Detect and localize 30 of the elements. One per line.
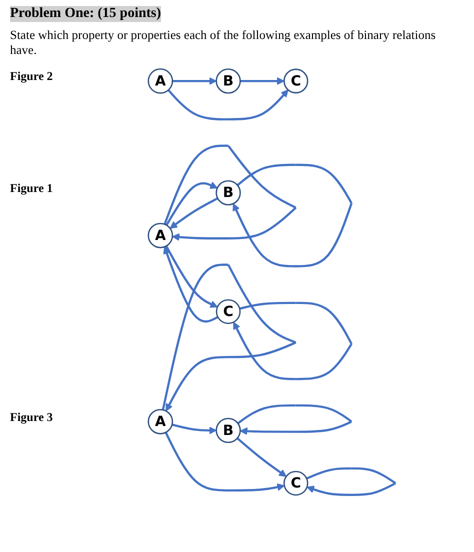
arrow [168,89,288,120]
arrow [166,182,218,226]
arrow [164,144,297,241]
node-circle: A [148,68,174,94]
arrow [232,164,353,268]
arrow [162,264,296,412]
arrow [163,246,218,323]
arrow [172,77,217,85]
arrow [164,432,285,492]
arrow [240,77,284,85]
arrow [236,437,287,477]
arrow [233,302,352,380]
figure-label: Figure 1 [10,180,53,196]
node-circle: A [148,408,174,434]
node-circle: C [216,299,241,324]
arrow [306,467,396,496]
arrow [172,424,217,434]
node-circle: C [283,470,308,496]
node-circle: C [283,68,308,94]
arrow [165,246,218,308]
arrow [170,197,218,229]
node-circle: A [148,222,174,248]
arrow [237,404,352,436]
node-circle: B [216,180,241,206]
figure-label: Figure 2 [10,69,53,84]
title: Problem One: (15 points) [10,6,162,22]
question-text: State which property or properties each of the following examples of binary relations have. [10,28,437,58]
node-circle: B [216,68,241,94]
node-circle: B [216,418,241,444]
figure-label: Figure 3 [10,410,53,425]
